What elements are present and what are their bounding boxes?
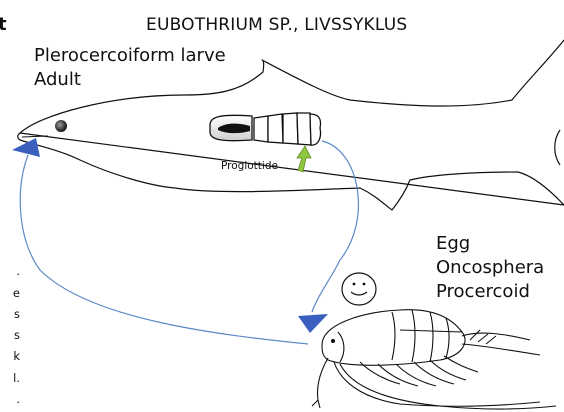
cropped-line-fragment: s [14,307,20,321]
cropped-line-fragment: s [14,328,20,342]
stage-label-procercoid: Procercoid [436,280,544,304]
green-arrow-icon [297,146,311,172]
copepod-stage-labels: Egg Oncosphera Procercoid [436,232,544,304]
cropped-line-fragment: . [16,392,20,406]
proglottide-label: Proglottide [221,160,278,172]
diagram-title: EUBOTHRIUM SP., LIVSSYKLUS [146,15,407,35]
fish-stage-labels: Plerocercoiform larve Adult [34,44,226,92]
stage-label-adult: Adult [34,68,226,92]
cycle-arrow-copepod-to-fish [20,155,308,344]
cropped-line-fragment: l. [13,371,20,385]
fish-mouth-line [22,136,48,137]
cropped-bold-fragment: t [0,14,7,35]
cropped-line-fragment: . [16,264,20,278]
copepod-icon [312,310,556,409]
fish-tail-curve [555,130,560,165]
tapeworm-icon [210,113,321,145]
egg-smiley-icon [342,273,376,305]
stage-label-oncosphera: Oncosphera [436,256,544,280]
cropped-line-fragment: e [13,286,20,300]
arrowhead-to-fish-icon [12,138,40,157]
fish-eye-icon [55,120,67,132]
stage-label-egg: Egg [436,232,544,256]
arrowhead-to-copepod-icon [298,314,328,333]
stage-label-plerocercoiform: Plerocercoiform larve [34,44,226,68]
cropped-line-fragment: k [13,349,20,363]
